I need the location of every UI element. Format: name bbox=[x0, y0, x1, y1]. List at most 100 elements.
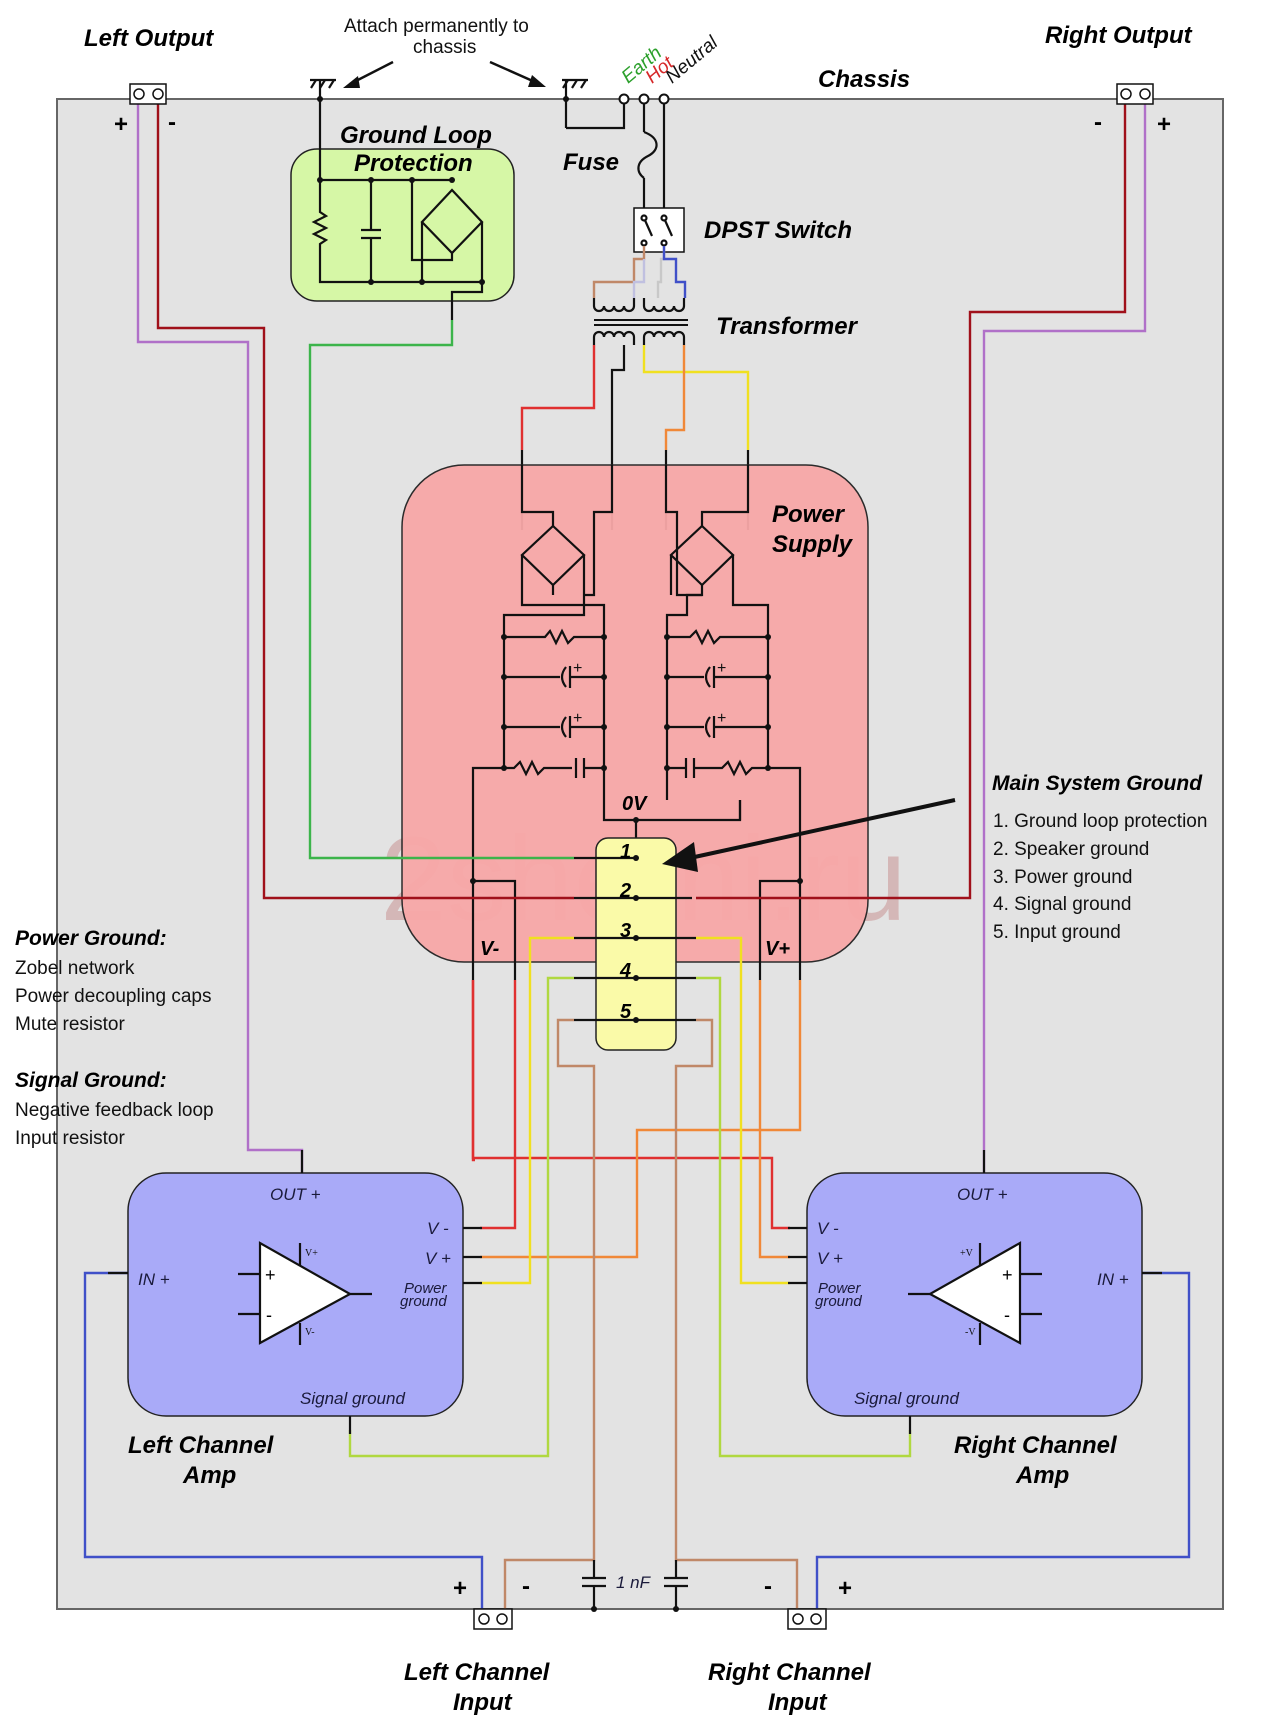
svg-text:4: 4 bbox=[619, 960, 631, 982]
right-amp-in-label: IN + bbox=[1097, 1270, 1129, 1289]
right-opamp-symbol: + - +V -V bbox=[908, 1241, 1042, 1345]
svg-text:V-: V- bbox=[305, 1327, 315, 1338]
right-input-title-1: Right Channel bbox=[708, 1659, 872, 1686]
left-amp-power-ground-label-2: ground bbox=[400, 1293, 447, 1310]
right-amp-out-label: OUT + bbox=[957, 1185, 1008, 1204]
left-amp-signal-ground-label: Signal ground bbox=[300, 1389, 405, 1408]
main-ground-heading: Main System Ground bbox=[992, 772, 1203, 795]
switch-contacts bbox=[640, 214, 674, 247]
bus-numbers: 1 2 3 4 5 bbox=[619, 841, 632, 1023]
signal-ground-heading: Signal Ground: bbox=[15, 1069, 167, 1092]
ground-loop-circuit bbox=[311, 178, 484, 320]
chassis-label: Chassis bbox=[818, 66, 910, 93]
ground-loop-protection-box bbox=[290, 148, 515, 302]
right-amp-power-ground-label-2: ground bbox=[815, 1293, 862, 1310]
power-supply-circuit bbox=[471, 465, 802, 1020]
main-ground-pointer-arrow bbox=[662, 798, 956, 872]
right-input-minus: - bbox=[764, 1573, 772, 1600]
svg-text:5: 5 bbox=[620, 1001, 632, 1023]
wire-right-out-minus bbox=[696, 104, 1127, 900]
svg-text:-: - bbox=[1004, 1305, 1010, 1325]
left-input-plus: + bbox=[453, 1575, 467, 1602]
svg-text:+: + bbox=[573, 660, 582, 677]
main-ground-bus-bar bbox=[595, 837, 677, 1051]
right-amp-title-1: Right Channel bbox=[954, 1432, 1118, 1459]
left-amp-out-label: OUT + bbox=[270, 1185, 321, 1204]
transformer-label: Transformer bbox=[716, 313, 859, 340]
svg-text:2: 2 bbox=[619, 880, 631, 902]
left-input-title-1: Left Channel bbox=[404, 1659, 551, 1686]
left-input-minus: - bbox=[522, 1573, 530, 1600]
svg-text:+V: +V bbox=[960, 1248, 974, 1259]
left-input-connector[interactable] bbox=[473, 1608, 513, 1630]
right-input-plus: + bbox=[838, 1575, 852, 1602]
left-output-connector[interactable] bbox=[129, 83, 167, 105]
capacitor-plus-marks: + + + + bbox=[573, 660, 726, 727]
power-supply-title-2: Supply bbox=[772, 531, 854, 558]
right-amp-power-ground-label: Power bbox=[818, 1280, 862, 1297]
left-amp-vplus-label: V + bbox=[425, 1249, 451, 1268]
right-amp-title-2: Amp bbox=[1015, 1462, 1069, 1489]
svg-text:+: + bbox=[265, 1265, 276, 1285]
attach-note-line2: chassis bbox=[413, 37, 476, 58]
cap-value-label: 1 nF bbox=[616, 1573, 652, 1592]
svg-text:+: + bbox=[717, 710, 726, 727]
main-ground-item: 4. Signal ground bbox=[993, 894, 1131, 915]
main-ground-item: 2. Speaker ground bbox=[993, 839, 1149, 860]
dpst-switch-label: DPST Switch bbox=[704, 217, 852, 244]
svg-text:3: 3 bbox=[620, 920, 631, 942]
wire-right-out-plus bbox=[982, 104, 1147, 1173]
left-output-title: Left Output bbox=[84, 25, 214, 52]
right-input-connector[interactable] bbox=[787, 1608, 827, 1630]
mains-terminals bbox=[618, 93, 670, 105]
power-ground-item: Mute resistor bbox=[15, 1014, 125, 1035]
power-ground-item: Power decoupling caps bbox=[15, 986, 211, 1007]
wire-left-out-minus bbox=[156, 104, 574, 900]
signal-ground-item: Input resistor bbox=[15, 1128, 125, 1149]
svg-text:-: - bbox=[266, 1305, 272, 1325]
power-ground-heading: Power Ground: bbox=[15, 927, 167, 950]
left-amp-vminus-label: V - bbox=[427, 1219, 449, 1238]
svg-text:-V: -V bbox=[965, 1327, 976, 1338]
left-input-title-2: Input bbox=[453, 1689, 513, 1716]
main-ground-item: 3. Power ground bbox=[993, 867, 1132, 888]
right-output-plus: + bbox=[1157, 111, 1171, 138]
left-output-minus: - bbox=[168, 109, 176, 136]
power-supply-title-1: Power bbox=[772, 501, 846, 528]
right-amp-vminus-label: V - bbox=[817, 1219, 839, 1238]
left-amp-title-1: Left Channel bbox=[128, 1432, 275, 1459]
right-amp-signal-ground-label: Signal ground bbox=[854, 1389, 959, 1408]
ground-loop-title-2: Protection bbox=[354, 150, 473, 177]
attach-note-line1: Attach permanently to bbox=[344, 16, 529, 37]
v-plus-label: V+ bbox=[765, 938, 790, 960]
left-output-plus: + bbox=[114, 111, 128, 138]
zero-volt-label: 0V bbox=[622, 793, 648, 815]
right-output-minus: - bbox=[1094, 109, 1102, 136]
svg-text:+: + bbox=[1002, 1265, 1013, 1285]
left-amp-title-2: Amp bbox=[182, 1462, 236, 1489]
right-output-title: Right Output bbox=[1045, 22, 1193, 49]
main-ground-item: 1. Ground loop protection bbox=[993, 811, 1207, 832]
transformer bbox=[592, 246, 688, 345]
wire-ground-loop bbox=[308, 320, 574, 860]
attach-arrows bbox=[343, 60, 546, 88]
main-ground-item: 5. Input ground bbox=[993, 922, 1121, 943]
fuse-label: Fuse bbox=[563, 149, 619, 176]
svg-text:+: + bbox=[717, 660, 726, 677]
mains-neutral-label: Neutral bbox=[662, 32, 723, 88]
signal-ground-item: Negative feedback loop bbox=[15, 1100, 214, 1121]
left-amp-in-label: IN + bbox=[138, 1270, 170, 1289]
right-input-title-2: Input bbox=[768, 1689, 828, 1716]
svg-text:V+: V+ bbox=[305, 1248, 318, 1259]
right-output-connector[interactable] bbox=[1116, 83, 1154, 105]
power-ground-item: Zobel network bbox=[15, 958, 135, 979]
svg-text:1: 1 bbox=[620, 841, 631, 863]
right-amp-vplus-label: V + bbox=[817, 1249, 843, 1268]
left-amp-power-ground-label: Power bbox=[404, 1280, 448, 1297]
chassis-ground-symbol-right bbox=[562, 78, 626, 130]
input-caps bbox=[582, 1560, 688, 1609]
left-opamp-symbol: + - V+ V- bbox=[238, 1241, 372, 1345]
v-minus-label: V- bbox=[480, 938, 500, 960]
svg-text:+: + bbox=[573, 710, 582, 727]
